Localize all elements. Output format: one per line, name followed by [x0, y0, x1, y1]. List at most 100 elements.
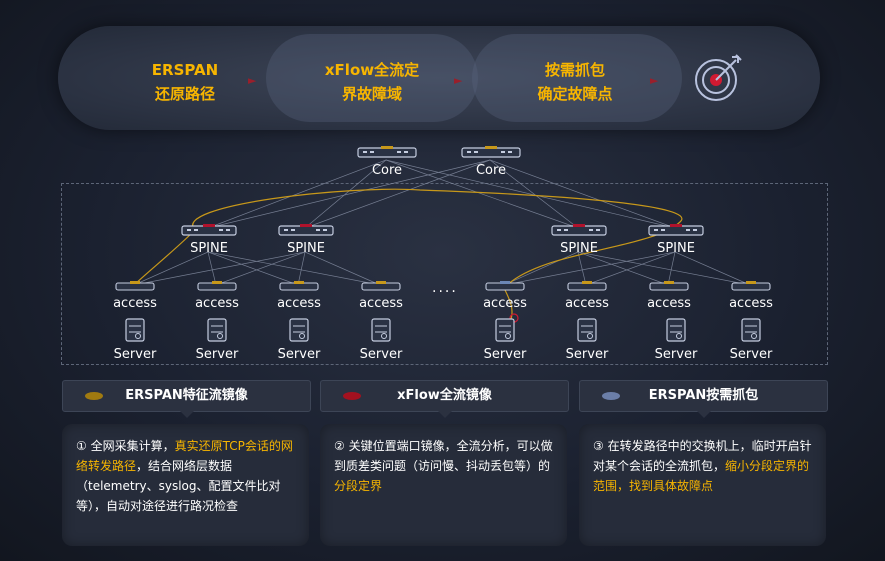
card-text: ③ 在转发路径中的交换机上，临时开启针对某个会话的全流抓包，缩小分段定界的范围，…	[579, 424, 826, 496]
access-switch: access	[564, 280, 610, 311]
server-icon	[495, 318, 515, 342]
node-label: Core	[371, 163, 403, 178]
server-icon	[207, 318, 227, 342]
switch-icon	[648, 224, 704, 236]
card-text-part: ，结合网络层数据（telemetry、syslog、配置文件比对等），自动对途径…	[76, 459, 281, 513]
node-label: Server	[483, 347, 527, 362]
switch-icon	[357, 146, 417, 158]
server: Server	[111, 318, 159, 362]
stage-title: 按需抓包	[544, 61, 605, 79]
card-text-part: 在转发路径中的交换机上，临时开启针对某个会话的全流抓包，	[593, 439, 812, 473]
step-number: ①	[76, 439, 87, 453]
card-text: ② 关键位置端口镜像，全流分析，可以做到质差类问题（访问慢、抖动丢包等）的分段定…	[320, 424, 567, 496]
spine-switch: SPINE	[180, 224, 238, 256]
server-icon	[125, 318, 145, 342]
server-icon	[371, 318, 391, 342]
legend-notch	[696, 411, 711, 418]
stage-subtitle: 还原路径	[154, 85, 215, 103]
core-switch: Core	[460, 146, 522, 178]
node-label: Server	[654, 347, 698, 362]
legend-label: ERSPAN按需抓包	[648, 388, 759, 403]
arrow-icon: ►	[454, 74, 463, 87]
node-label: SPINE	[190, 241, 228, 256]
switch-icon	[485, 281, 525, 291]
spine-switch: SPINE	[277, 224, 335, 256]
switch-icon	[278, 224, 334, 236]
switch-icon	[361, 281, 401, 291]
node-label: access	[359, 296, 403, 311]
card-highlight: 真实还原TCP会话的网络转发路径	[76, 439, 293, 473]
node-label: access	[277, 296, 321, 311]
legend-swatch	[602, 392, 620, 400]
server: Server	[652, 318, 700, 362]
card-highlight: 缩小分段定界的范围，找到具体故障点	[593, 459, 810, 493]
node-label: Core	[475, 163, 507, 178]
banner-lens-1	[266, 34, 478, 122]
switch-icon	[551, 224, 607, 236]
server-icon	[577, 318, 597, 342]
node-label: access	[565, 296, 609, 311]
card-text-part: 关键位置端口镜像，全流分析，可以做到质差类问题（访问慢、抖动丢包等）的	[334, 439, 553, 473]
server: Server	[563, 318, 611, 362]
switch-icon	[197, 281, 237, 291]
node-label: Server	[195, 347, 239, 362]
card-text: ① 全网采集计算，真实还原TCP会话的网络转发路径，结合网络层数据（teleme…	[62, 424, 309, 516]
server: Server	[193, 318, 241, 362]
node-label: SPINE	[560, 241, 598, 256]
legend-swatch	[85, 392, 103, 400]
stage-xflow: xFlow全流定 界故障域	[305, 58, 439, 106]
arrow-icon: ►	[248, 74, 257, 87]
access-switch: access	[358, 280, 404, 311]
switch-icon	[461, 146, 521, 158]
node-label: Server	[359, 347, 403, 362]
stage-erspan: ERSPAN 还原路径	[120, 58, 250, 106]
legend-label: xFlow全流镜像	[397, 388, 492, 403]
server: Server	[357, 318, 405, 362]
access-switch: access	[112, 280, 158, 311]
legend-capture: ERSPAN按需抓包	[579, 380, 828, 418]
card-capture: ③ 在转发路径中的交换机上，临时开启针对某个会话的全流抓包，缩小分段定界的范围，…	[579, 424, 826, 546]
core-switch: Core	[356, 146, 418, 178]
node-label: access	[113, 296, 157, 311]
node-label: SPINE	[287, 241, 325, 256]
switch-icon	[649, 281, 689, 291]
node-label: Server	[729, 347, 773, 362]
card-xflow: ② 关键位置端口镜像，全流分析，可以做到质差类问题（访问慢、抖动丢包等）的分段定…	[320, 424, 567, 546]
node-label: Server	[277, 347, 321, 362]
access-switch: access	[194, 280, 240, 311]
server: Server	[481, 318, 529, 362]
stage-subtitle: 界故障域	[341, 85, 402, 103]
access-switch: access	[646, 280, 692, 311]
target-icon	[695, 54, 742, 101]
server: Server	[727, 318, 775, 362]
legend-label: ERSPAN特征流镜像	[125, 388, 248, 403]
switch-icon	[567, 281, 607, 291]
stage-title: ERSPAN	[151, 61, 219, 79]
cluster-boundary	[61, 183, 828, 365]
server-icon	[741, 318, 761, 342]
banner-lens-2	[472, 34, 682, 122]
node-label: access	[647, 296, 691, 311]
card-erspan: ① 全网采集计算，真实还原TCP会话的网络转发路径，结合网络层数据（teleme…	[62, 424, 309, 546]
card-text-part: 全网采集计算，	[90, 439, 175, 453]
server-icon	[289, 318, 309, 342]
node-label: access	[729, 296, 773, 311]
stage-subtitle: 确定故障点	[537, 85, 613, 103]
arrow-icon: ►	[650, 74, 659, 87]
spine-switch: SPINE	[550, 224, 608, 256]
access-switch: access	[276, 280, 322, 311]
legend-swatch	[343, 392, 361, 400]
node-label: Server	[565, 347, 609, 362]
legend-notch	[437, 411, 452, 418]
node-label: SPINE	[657, 241, 695, 256]
access-switch: access	[482, 280, 528, 311]
stage-title: xFlow全流定	[324, 61, 420, 79]
switch-icon	[115, 281, 155, 291]
card-highlight: 分段定界	[334, 479, 383, 493]
step-number: ③	[593, 439, 604, 453]
spine-switch: SPINE	[647, 224, 705, 256]
switch-icon	[181, 224, 237, 236]
switch-icon	[279, 281, 319, 291]
stage-capture: 按需抓包 确定故障点	[508, 58, 642, 106]
